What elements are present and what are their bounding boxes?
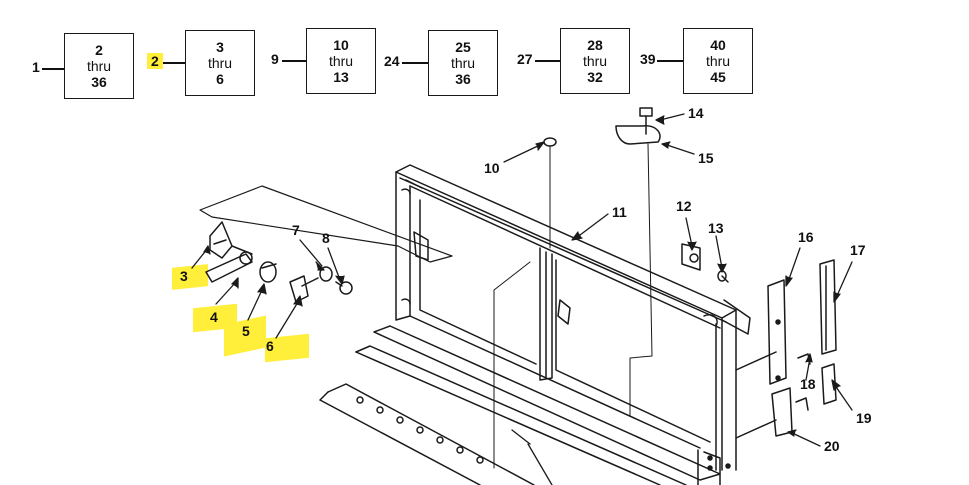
box-thru: thru [86, 58, 112, 74]
index-box: 2 thru 36 [64, 33, 134, 99]
callout-15: 15 [698, 150, 714, 166]
box-leader-line [535, 60, 560, 62]
callout-5: 5 [242, 323, 250, 339]
box-thru: thru [582, 53, 608, 69]
top-hardware [543, 107, 661, 147]
box-from: 10 [333, 37, 349, 53]
box-leader-line [42, 68, 65, 70]
callout-3: 3 [180, 268, 188, 284]
box-to: 13 [333, 69, 349, 85]
side-bracket-parts [681, 243, 837, 439]
index-box: 10 thru 13 [306, 28, 376, 94]
box-lead-label: 1 [32, 59, 40, 75]
callout-leaders-left [191, 239, 345, 339]
callout-11: 11 [612, 204, 627, 220]
box-leader-line [657, 60, 683, 62]
box-to: 6 [216, 71, 224, 87]
callout-leaders-right [503, 113, 853, 485]
box-lead-label: 9 [271, 51, 279, 67]
box-to: 36 [91, 74, 107, 90]
box-lead-label: 2 [151, 53, 159, 69]
box-lead-label: 24 [384, 53, 400, 69]
callout-16: 16 [798, 229, 814, 245]
callout-13: 13 [708, 220, 724, 236]
callout-18: 18 [800, 376, 816, 392]
box-leader-line [163, 62, 185, 64]
callout-7: 7 [292, 222, 300, 238]
box-from: 3 [216, 39, 224, 55]
callout-12: 12 [676, 198, 692, 214]
box-thru: thru [207, 55, 233, 71]
box-to: 36 [455, 71, 471, 87]
highlight-lead-2 [147, 53, 163, 69]
box-to: 45 [710, 69, 726, 85]
box-thru: thru [705, 53, 731, 69]
box-from: 25 [455, 39, 471, 55]
box-lead-label: 39 [640, 51, 656, 67]
projection-lines [493, 143, 653, 469]
callout-17: 17 [850, 242, 866, 258]
bottom-rails [319, 325, 721, 485]
seat-back-frame [395, 164, 751, 485]
box-from: 40 [710, 37, 726, 53]
index-box: 28 thru 32 [560, 28, 630, 94]
callout-14: 14 [688, 105, 704, 121]
callout-20: 20 [824, 438, 840, 454]
box-thru: thru [450, 55, 476, 71]
index-box: 40 thru 45 [683, 28, 753, 94]
box-leader-line [282, 60, 306, 62]
box-leader-line [402, 62, 428, 64]
callout-10: 10 [484, 160, 500, 176]
index-box: 25 thru 36 [428, 30, 498, 96]
box-lead-label: 27 [517, 51, 533, 67]
callout-19: 19 [856, 410, 872, 426]
index-box: 3 thru 6 [185, 30, 255, 96]
hinge-parts-group [199, 185, 453, 303]
box-from: 28 [587, 37, 603, 53]
callout-8: 8 [322, 230, 330, 246]
callout-6: 6 [266, 338, 274, 354]
box-from: 2 [95, 42, 103, 58]
box-thru: thru [328, 53, 354, 69]
callout-4: 4 [210, 309, 218, 325]
box-to: 32 [587, 69, 603, 85]
